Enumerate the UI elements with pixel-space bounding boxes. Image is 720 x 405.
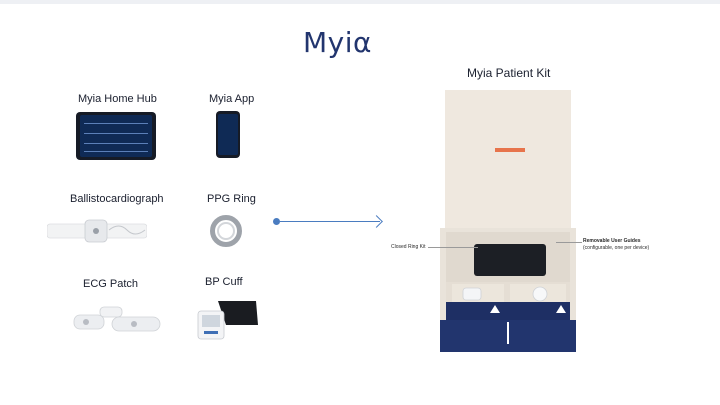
bp-cuff-image xyxy=(197,301,258,340)
label-app: Myia App xyxy=(209,93,255,105)
arrow-line xyxy=(280,221,380,222)
arrow-origin-dot xyxy=(273,218,280,225)
callout-closed-ring: Closed Ring Kit xyxy=(391,244,426,250)
home-hub-image xyxy=(76,112,156,160)
kit-ring-item xyxy=(462,287,482,301)
kit-lid-tab xyxy=(495,148,525,152)
kit-lid xyxy=(445,90,571,228)
arrow-head-icon xyxy=(370,215,383,228)
top-strip xyxy=(0,0,720,4)
callout-guides: Removable User Guides xyxy=(583,238,641,244)
brand-logo: Myiα xyxy=(303,26,372,59)
kit-title: Myia Patient Kit xyxy=(467,66,551,80)
label-home-hub: Myia Home Hub xyxy=(78,93,157,105)
callout-line-left xyxy=(428,247,478,248)
kit-sensor-item xyxy=(532,286,548,302)
label-bcg: Ballistocardiograph xyxy=(70,193,164,205)
callout-guides-note: (configurable, one per device) xyxy=(583,245,650,251)
app-phone-image xyxy=(216,111,240,158)
ecg-patch-image xyxy=(73,306,161,332)
label-ecg: ECG Patch xyxy=(83,278,139,290)
callout-line-right xyxy=(556,242,582,243)
label-cuff: BP Cuff xyxy=(205,276,243,288)
ppg-ring-image xyxy=(210,215,242,247)
bcg-device-image xyxy=(47,219,147,243)
kit-tablet-image xyxy=(474,244,546,276)
kit-divider xyxy=(507,322,509,344)
label-ring: PPG Ring xyxy=(207,193,256,205)
kit-guide-mark-left xyxy=(490,305,500,313)
kit-guide-mark-right xyxy=(556,305,566,313)
